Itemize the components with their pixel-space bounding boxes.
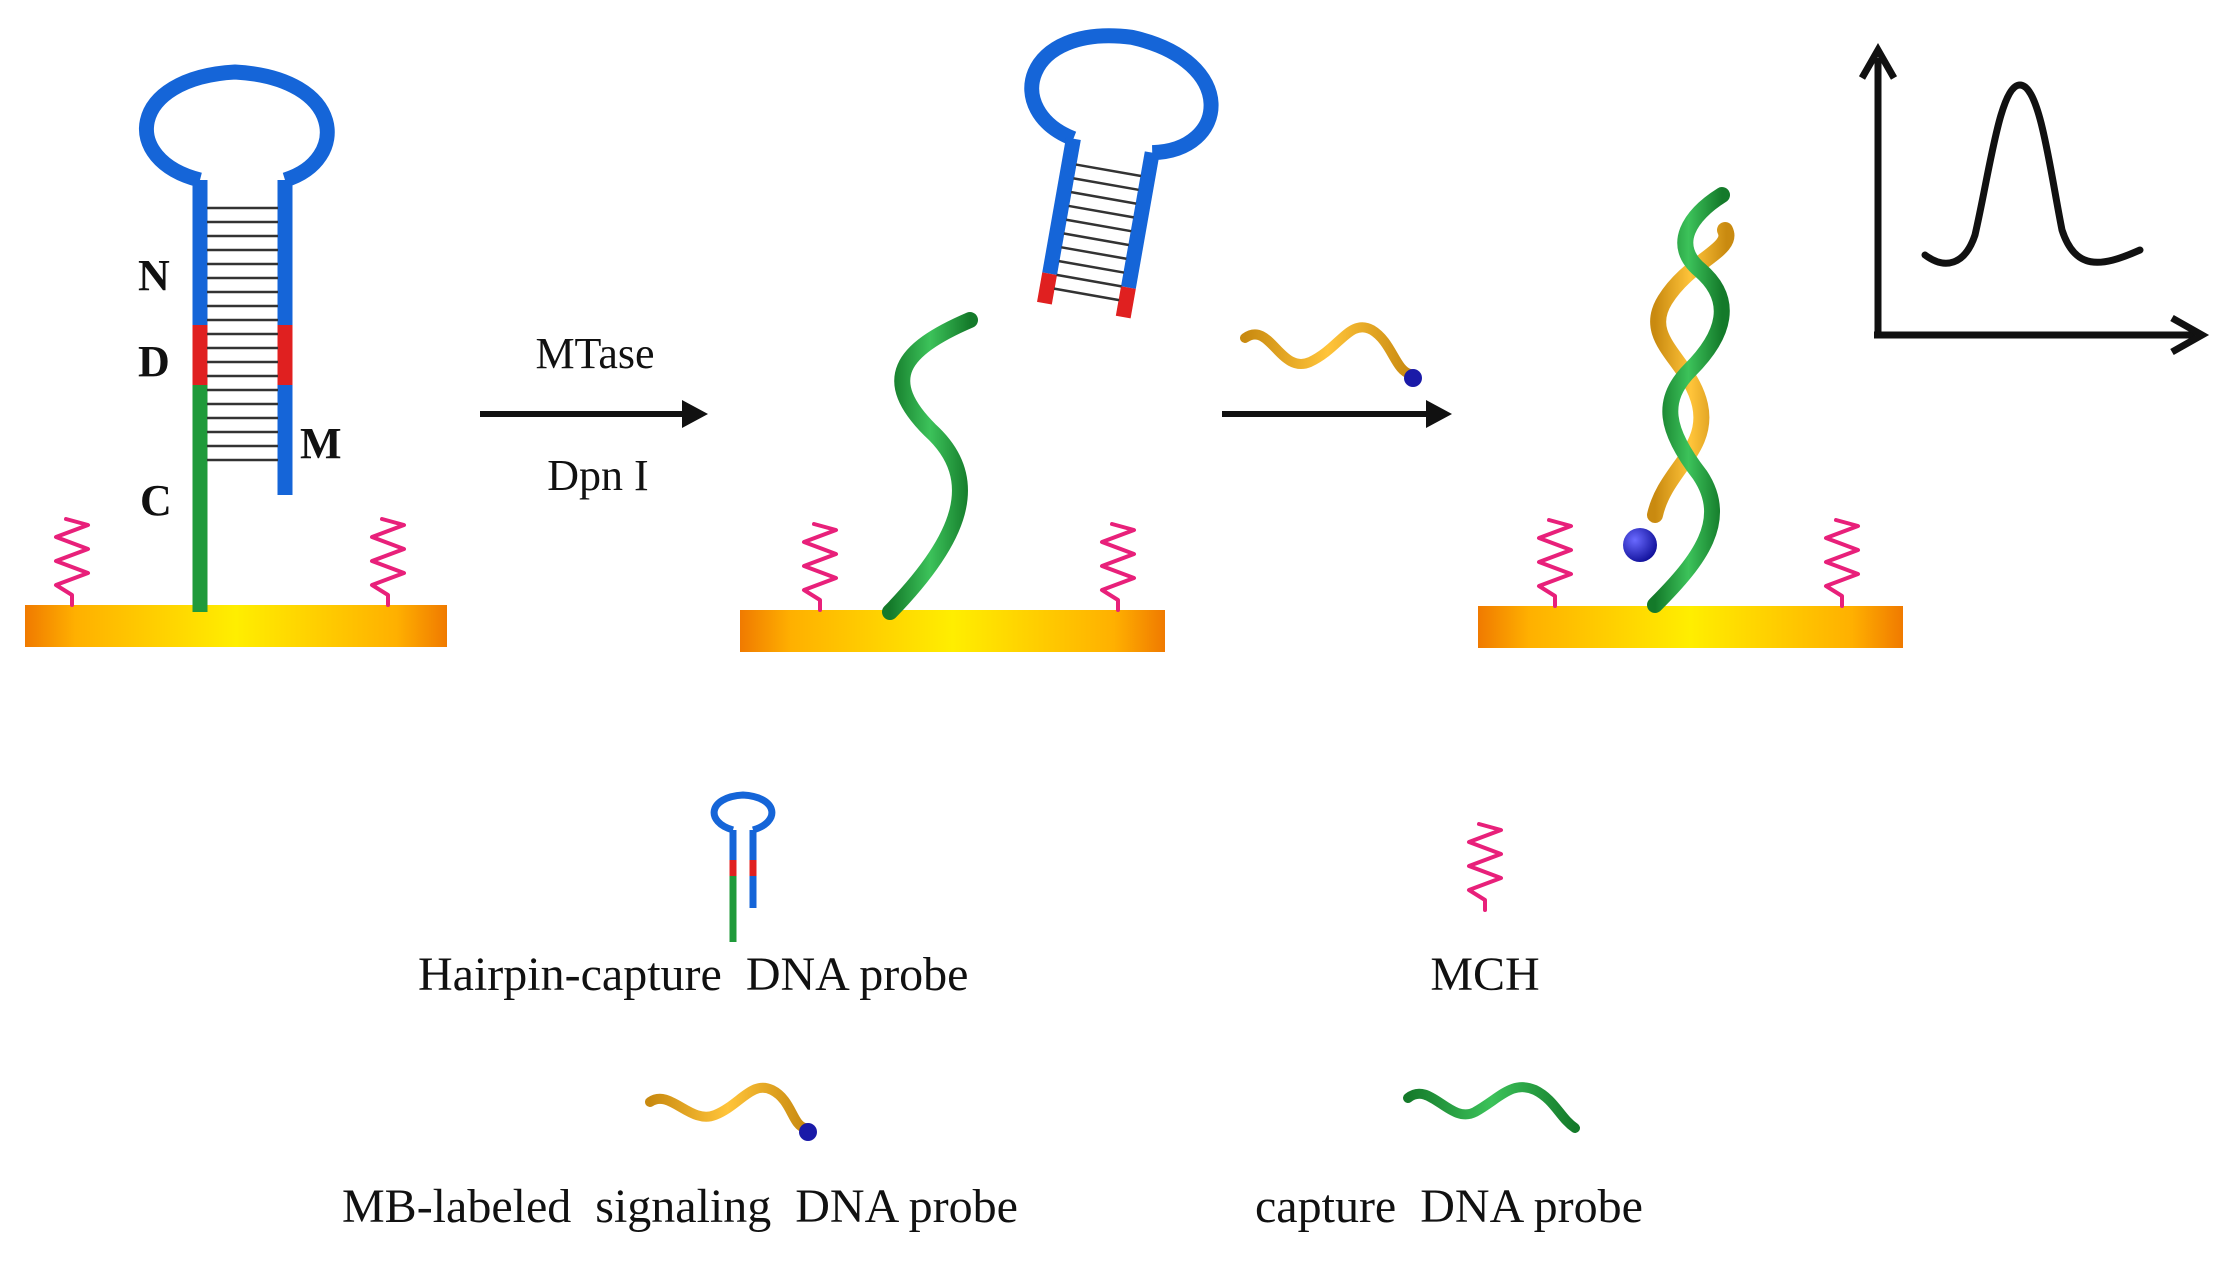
gold-electrode-1 [25, 605, 447, 647]
mch-spring [372, 519, 404, 605]
released-hairpin [995, 22, 1221, 326]
legend-capture-icon [1408, 1087, 1575, 1128]
panel-cleaved [740, 22, 1221, 652]
label-c: C [140, 476, 172, 525]
mb-ball [1623, 528, 1657, 562]
mtase-label: MTase [535, 329, 654, 378]
label-m: M [300, 419, 342, 468]
capture-ribbon [890, 320, 970, 612]
mch-spring [1539, 520, 1571, 606]
mch-spring [56, 519, 88, 605]
legend-mb-dot [799, 1123, 817, 1141]
panel-hybridized [1478, 195, 1903, 648]
hairpin-base-pairs [207, 208, 278, 460]
mch-spring [1826, 520, 1858, 606]
legend-capture-label: capture DNA probe [1255, 1180, 1643, 1233]
legend-mch-icon [1469, 824, 1501, 910]
gold-electrode-3 [1478, 606, 1903, 648]
dpn-label: Dpn I [547, 451, 648, 500]
legend: Hairpin-capture DNA probe MCH MB-labeled… [342, 795, 1643, 1233]
peak-curve [1925, 85, 2140, 263]
arrow-step-2 [1222, 327, 1452, 428]
gold-electrode-2 [740, 610, 1165, 652]
arrow-step-1: MTase Dpn I [480, 329, 708, 500]
mch-spring [1102, 524, 1134, 610]
label-n: N [138, 251, 170, 300]
legend-mb-label: MB-labeled signaling DNA probe [342, 1180, 1018, 1233]
hairpin-loop [146, 72, 327, 180]
label-d: D [138, 337, 170, 386]
legend-hairpin-label: Hairpin-capture DNA probe [418, 948, 968, 1001]
panel-hairpin: N D C M [25, 72, 447, 647]
legend-mch-label: MCH [1430, 948, 1539, 1001]
mb-dot [1404, 369, 1422, 387]
signal-plot [1862, 50, 2202, 352]
legend-hairpin-icon [714, 795, 772, 942]
legend-mb-icon [650, 1088, 805, 1128]
mch-spring [804, 524, 836, 610]
mb-probe-over-arrow [1245, 327, 1410, 374]
